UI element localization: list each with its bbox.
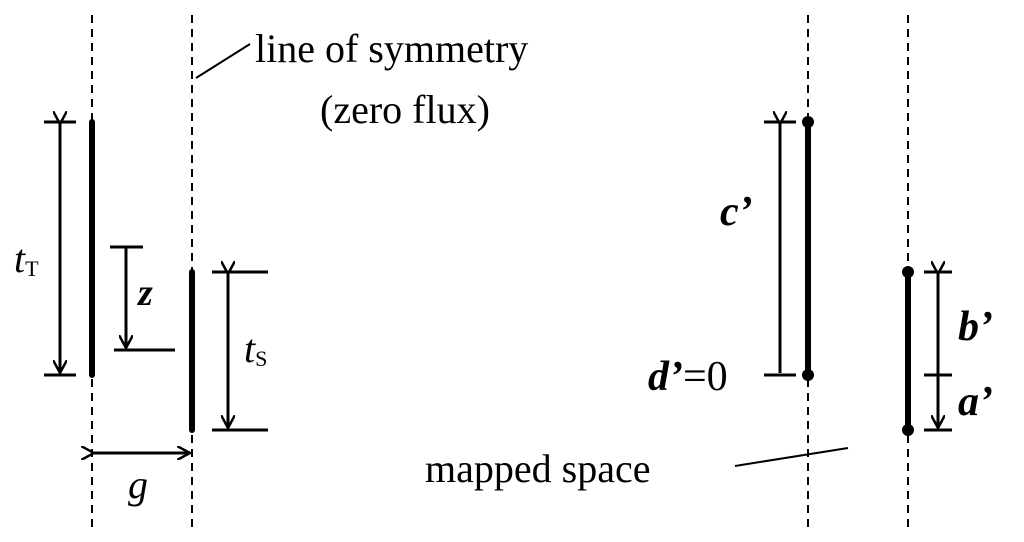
z-label: z — [136, 272, 153, 314]
mapped-top-plate-bottom-dot — [802, 369, 814, 381]
t-S-dimension — [212, 272, 268, 432]
b-a-prime-dimension — [924, 272, 952, 432]
t-T-label: tT — [14, 236, 39, 281]
t-T-dimension — [44, 122, 76, 377]
b-prime-label: b’ — [958, 304, 993, 350]
mapped-space-leader-line — [734, 447, 849, 467]
c-prime-label: c’ — [720, 189, 753, 235]
z-dimension — [110, 245, 175, 352]
mapped-bottom-plate-top-dot — [902, 266, 914, 278]
line-of-symmetry-label: line of symmetry — [255, 26, 528, 71]
mapped-space-label: mapped space — [425, 446, 650, 491]
mapped-bottom-plate-bottom-dot — [902, 424, 914, 436]
a-prime-label: a’ — [958, 379, 993, 425]
g-label: g — [128, 462, 148, 507]
c-prime-dimension — [764, 122, 796, 377]
zero-flux-label: (zero flux) — [320, 87, 490, 132]
symmetry-leader-line — [195, 43, 251, 79]
d-prime-label: d’=0 — [648, 354, 728, 400]
mapped-top-plate-top-dot — [802, 116, 814, 128]
t-S-label: tS — [244, 326, 267, 371]
